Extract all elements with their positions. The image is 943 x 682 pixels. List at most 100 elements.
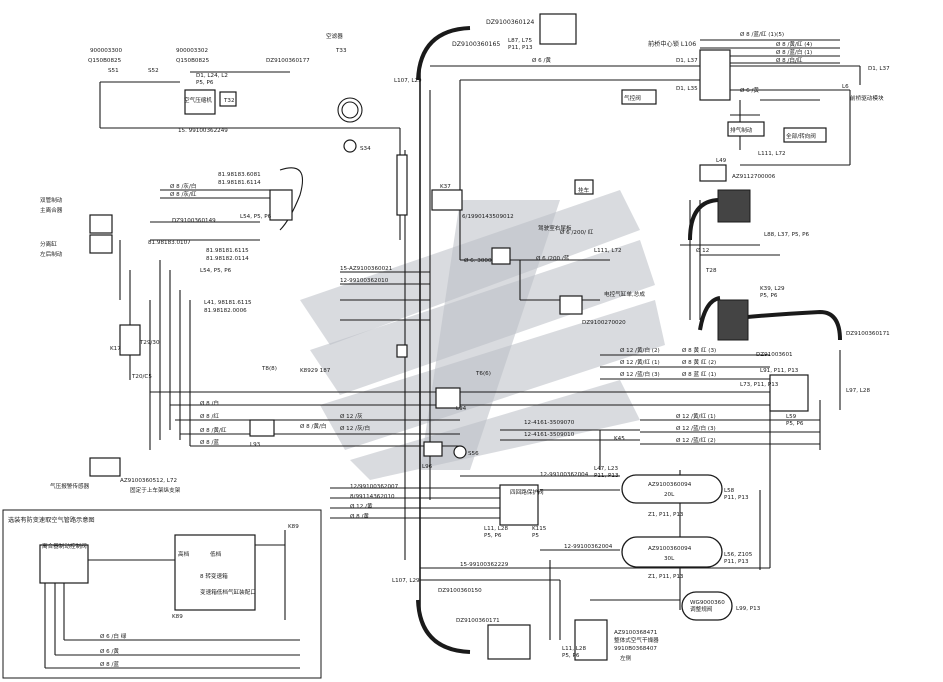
label-hose-az1: 15-AZ9100360021 <box>340 266 393 272</box>
label-t20: T20/C5 <box>131 374 152 380</box>
four-circuit-protection-valve <box>499 484 539 526</box>
label-l94: L94 <box>456 406 467 412</box>
label-sensor-left: 900003300 <box>90 48 122 54</box>
label-w8-yel: Ø 8 /黄 <box>350 512 369 520</box>
label-exhaust: 排气制动 <box>730 126 753 134</box>
label-w12-5: Ø 12 /蓝/白 (3) <box>676 424 716 432</box>
label-d1-l35: D1, L35 <box>676 86 698 92</box>
label-tank1-vol: 20L <box>664 492 675 498</box>
label-w8-c: Ø 8 蓝 红 (1) <box>682 370 716 378</box>
s34-sensor <box>343 139 357 153</box>
label-l6: L6 <box>842 84 849 90</box>
pipe-network <box>99 26 861 654</box>
label-w8-white: Ø 8 /白 <box>200 399 219 407</box>
label-w8-b1: Ø 8 /黄/红 <box>200 426 227 434</box>
label-l97: L97, L28 <box>846 388 870 394</box>
label-k37: K37 <box>440 184 451 190</box>
pressure-sensor <box>89 457 121 477</box>
label-l88: L88, L37, P5, P6 <box>764 232 809 238</box>
label-l49: L49 <box>716 158 727 164</box>
label-hose-az3: 12-4161-3509070 <box>524 420 575 426</box>
label-front-axle: 前桥驱动模块 <box>850 94 884 102</box>
label-code-l5: 81.98181.6115 <box>206 248 249 254</box>
exhaust-brake <box>727 121 765 137</box>
label-r-top3: Ø 8 /蓝/白 (1) <box>776 48 812 56</box>
air-dryer <box>574 619 608 661</box>
label-code-l4: 81.98183.0107 <box>148 240 191 246</box>
label-four-circuit: 四回路保护阀 <box>510 488 544 496</box>
label-l41: L41, 98181.6115 <box>204 300 252 306</box>
label-w12-2: Ø 12 /黄/红 (1) <box>620 358 660 366</box>
label-l107: L107, L29 <box>394 78 422 84</box>
label-dist-valve2: Ø 6 /200/ 红 <box>560 228 594 236</box>
label-pin: 固定于上车架纵支架 <box>130 486 181 494</box>
label-s51: S51 <box>108 68 119 74</box>
label-w8-a: Ø 8 黄 红 (3) <box>682 346 716 354</box>
label-p15-205: 12-99100362004 <box>564 544 613 550</box>
label-code-bottom: AZ9100360512, L72 <box>120 478 177 484</box>
trunk-junction <box>396 344 408 358</box>
air-tank-30l <box>621 536 723 568</box>
label-left4: 左后制动 <box>40 250 63 258</box>
inset-low: 低档 <box>210 550 222 558</box>
k37-valve <box>431 189 463 211</box>
top-brake-valve <box>539 13 577 45</box>
air-compressor <box>184 89 216 115</box>
label-l107b: L107, L29 <box>392 578 420 584</box>
inset-box2: 变速箱低档气缸装配口 <box>200 588 256 596</box>
label-left3: 分离缸 <box>40 240 57 248</box>
label-dz-bottom1: DZ9100360150 <box>438 588 482 594</box>
label-top-valve-part: DZ9100360124 <box>486 19 534 26</box>
label-bottom-code: 9910B0368407 <box>614 646 657 652</box>
label-hose-mid1: 12/99100362007 <box>350 484 399 490</box>
inset-w3: Ø 8 /蓝 <box>100 660 119 668</box>
inset-box: 8 转变速箱 <box>200 572 228 580</box>
regulating-tank <box>681 591 733 621</box>
label-pres-valve: 电控气缸单,总成 <box>604 290 645 298</box>
air-tank-20l <box>621 474 723 504</box>
label-hose-az4: 12-4161-3509010 <box>524 432 575 438</box>
label-pres-code: DZ9100270020 <box>582 320 626 326</box>
label-sensor-right-b: Q150B0825 <box>176 58 210 64</box>
label-w12-grey: Ø 12 /灰 <box>340 412 363 420</box>
label-bottom-desc: 整体式空气干燥器 <box>614 636 659 644</box>
label-l41b: 81.98182.0006 <box>204 308 247 314</box>
label-dist-valve3: Ø 6 /200 /蓝 <box>536 254 570 262</box>
t33-connector <box>219 91 237 107</box>
label-left1: 双管制动 <box>40 196 63 204</box>
label-p15-229: 15-99100362229 <box>460 562 509 568</box>
label-bottom-part: AZ9100368471 <box>614 630 658 636</box>
inset-clutch-valve <box>39 544 89 584</box>
label-p15-204: 12-99100362004 <box>540 472 589 478</box>
inset-k89: K89 <box>288 524 299 530</box>
label-w12-yel: Ø 12 /黄 <box>350 502 373 510</box>
label-t29: T29/30 <box>139 340 160 346</box>
pressure-control-valve <box>559 295 583 315</box>
label-t6: T6(6) <box>475 371 491 377</box>
inset-k: K89 <box>172 614 183 620</box>
label-w8-b3: Ø 8 /黄/白 <box>300 422 326 430</box>
label-tank1-code: AZ9100360094 <box>648 482 692 488</box>
label-code-l3: DZ9100360149 <box>172 218 216 224</box>
label-t32: T32 <box>223 98 235 104</box>
label-hose-top: DZ9100360177 <box>266 58 310 64</box>
front-lock-valve <box>699 49 731 101</box>
label-pipe-d1b: P5, P6 <box>196 80 214 86</box>
label-l54: L54, P5, P6 <box>240 214 272 220</box>
label-r-top2: Ø 8 /黄/红 (4) <box>776 40 812 48</box>
hatched-block-upper <box>717 189 751 223</box>
label-top-coupling: DZ9100360165 <box>452 41 500 48</box>
label-lock-valve: 前桥中心锁 L106 <box>648 40 696 48</box>
label-l93: L93 <box>250 442 261 448</box>
label-code-l2: 81.98181.6114 <box>218 180 261 186</box>
bottom-brake-valve <box>487 624 531 660</box>
label-pipe-d1: D1, L24, L2 <box>196 73 228 79</box>
hatched-block-lower <box>717 299 749 341</box>
